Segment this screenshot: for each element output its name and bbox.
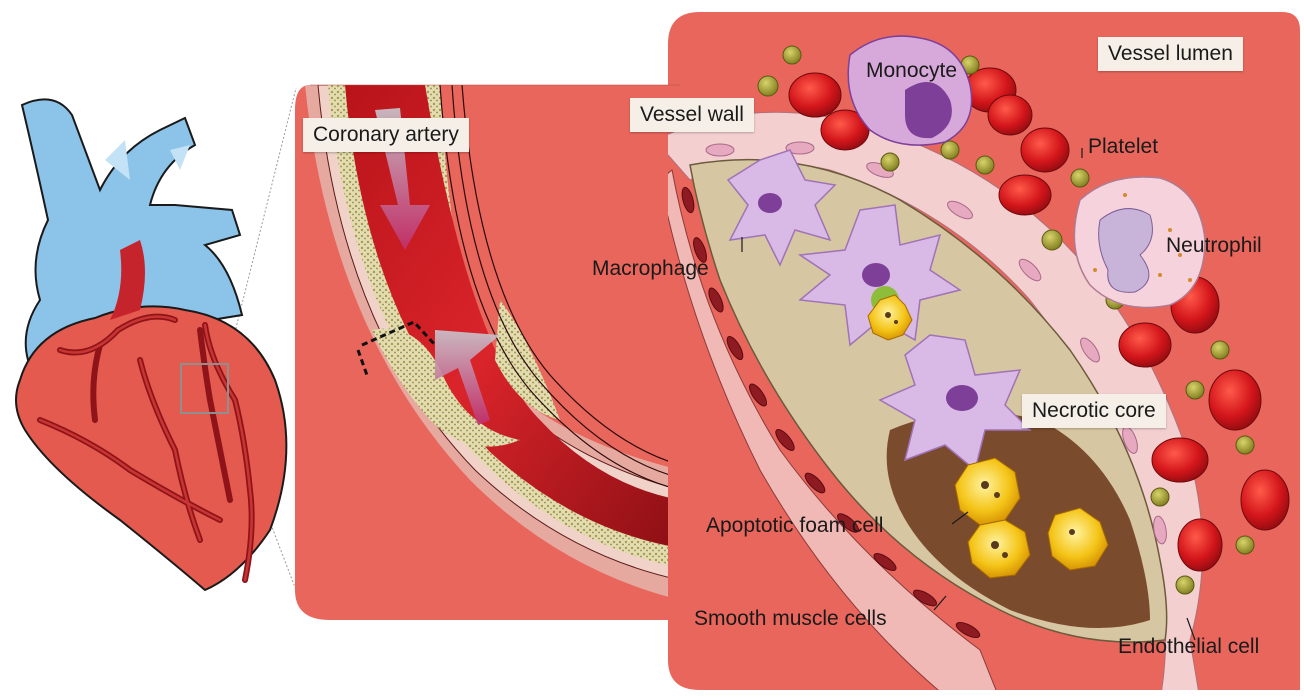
- label-monocyte: Monocyte: [866, 60, 957, 81]
- label-necrotic-core: Necrotic core: [1022, 394, 1166, 428]
- label-endothelial-cell: Endothelial cell: [1118, 636, 1259, 657]
- heart-illustration: [16, 88, 296, 590]
- label-coronary-artery: Coronary artery: [303, 118, 469, 152]
- label-smooth-muscle-cells: Smooth muscle cells: [694, 608, 887, 629]
- label-neutrophil: Neutrophil: [1166, 235, 1262, 256]
- label-macrophage: Macrophage: [592, 258, 709, 279]
- label-vessel-lumen: Vessel lumen: [1098, 37, 1243, 71]
- coronary-artery-cross-section: [290, 80, 690, 625]
- label-platelet: Platelet: [1088, 136, 1158, 157]
- label-vessel-wall: Vessel wall: [630, 98, 754, 132]
- label-apoptotic-foam-cell: Apoptotic foam cell: [706, 515, 883, 536]
